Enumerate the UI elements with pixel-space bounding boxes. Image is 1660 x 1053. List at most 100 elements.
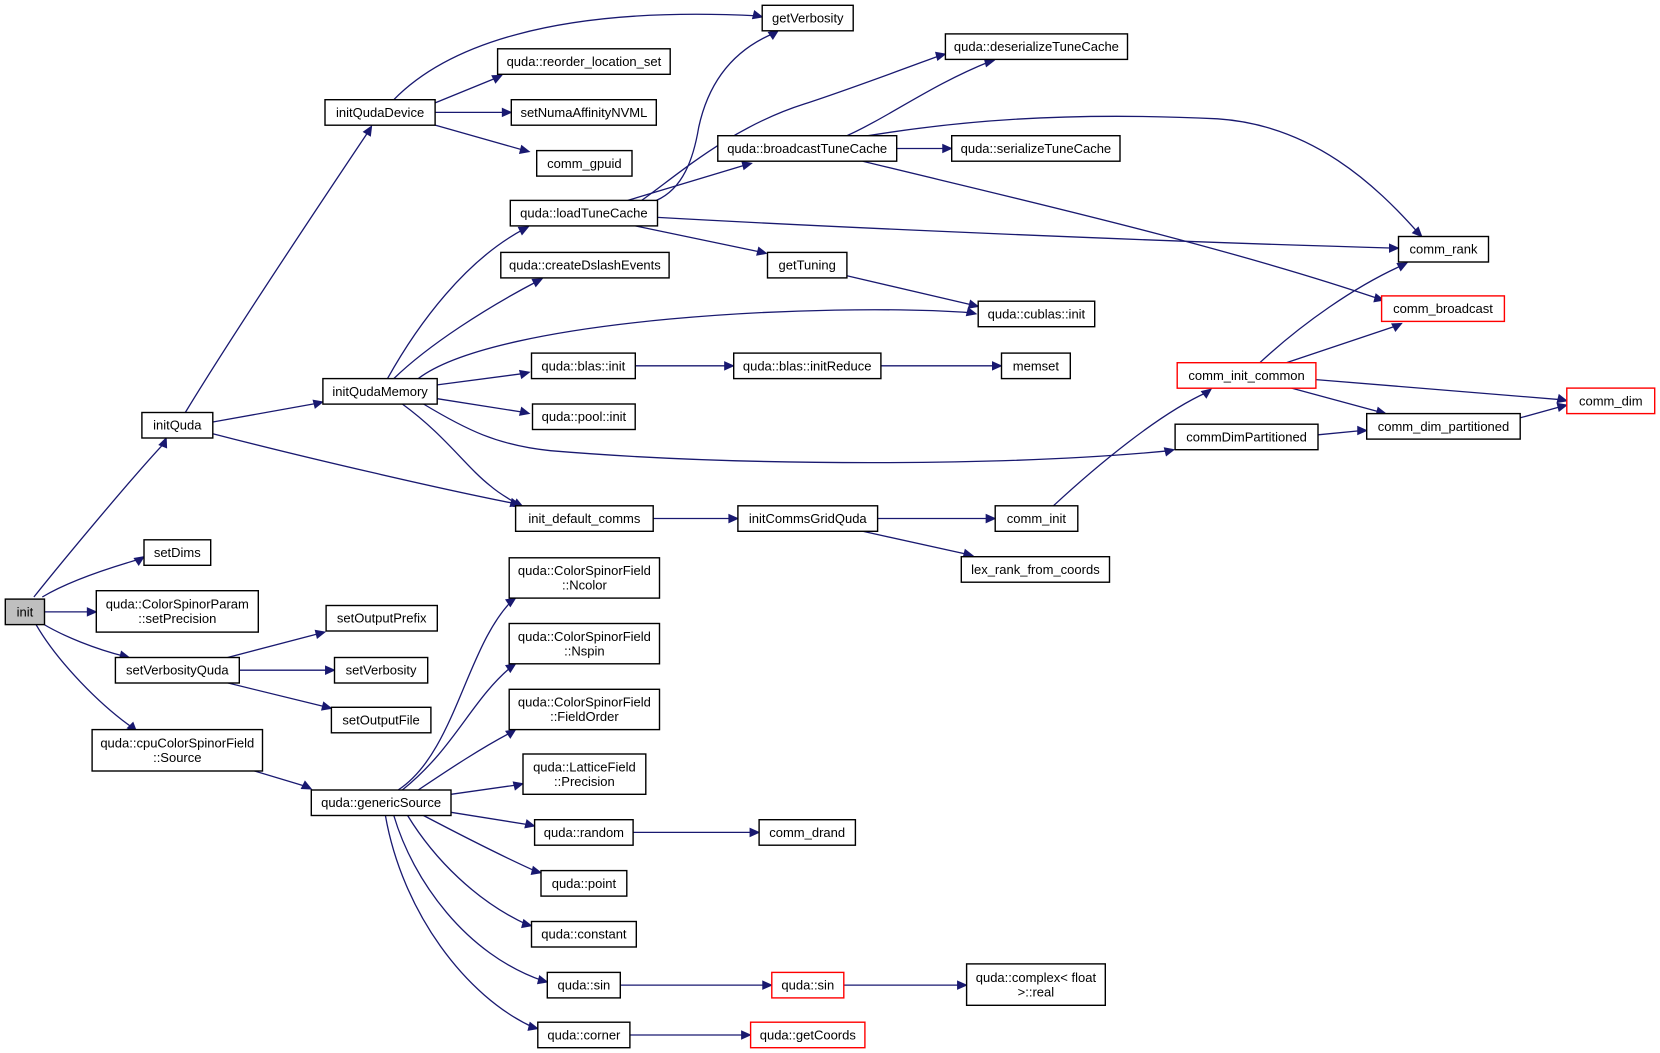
edge-genericSource-to-LatticePrecision: [450, 781, 525, 795]
node-initReduce[interactable]: quda::blas::initReduce: [733, 352, 882, 380]
node-comm_drand[interactable]: comm_drand: [758, 819, 857, 846]
node-setVerbosityQuda[interactable]: setVerbosityQuda: [114, 656, 241, 684]
edge-init-to-setDims: [41, 556, 146, 598]
node-box: [533, 819, 634, 846]
edge-genericSource-to-FieldOrder: [417, 728, 517, 791]
node-genericSource[interactable]: quda::genericSource: [310, 789, 452, 817]
node-setPrecision[interactable]: quda::ColorSpinorParam::setPrecision: [95, 590, 260, 633]
node-random[interactable]: quda::random: [533, 819, 634, 846]
node-setNumaAffinityNVML[interactable]: setNumaAffinityNVML: [510, 98, 657, 126]
node-comm_gpuid[interactable]: comm_gpuid: [536, 149, 633, 177]
node-initQudaMemory[interactable]: initQudaMemory: [322, 377, 438, 405]
node-reorder_location_set[interactable]: quda::reorder_location_set: [496, 48, 671, 75]
edge-comm_init_common-to-comm_rank: [1259, 262, 1409, 364]
edge-initQudaMemory-to-init_default_comms: [401, 403, 525, 508]
node-box: [330, 706, 432, 734]
node-cpuSource[interactable]: quda::cpuColorSpinorField::Source: [91, 728, 264, 772]
node-sin1[interactable]: quda::sin: [546, 971, 621, 999]
arrowhead: [524, 819, 536, 829]
node-init_default_comms[interactable]: init_default_comms: [514, 505, 654, 532]
arrowhead: [935, 51, 947, 62]
node-sin2[interactable]: quda::sin: [771, 971, 845, 999]
node-comm_dim_partitioned[interactable]: comm_dim_partitioned: [1365, 412, 1521, 440]
node-label: quda::sin: [781, 978, 834, 993]
node-label: setNumaAffinityNVML: [520, 105, 647, 120]
node-setOutputPrefix[interactable]: setOutputPrefix: [325, 604, 439, 632]
node-box: [325, 604, 439, 632]
node-initCommsGridQuda[interactable]: initCommsGridQuda: [737, 505, 879, 532]
node-box: [333, 656, 429, 684]
edge-line: [862, 530, 969, 556]
node-comm_broadcast[interactable]: comm_broadcast: [1380, 295, 1506, 323]
node-box: [994, 505, 1079, 532]
arrowhead: [965, 306, 978, 317]
node-box-group: comm_rank: [1397, 235, 1490, 263]
node-point[interactable]: quda::point: [540, 869, 628, 897]
edge-line: [437, 398, 526, 414]
node-label: initCommsGridQuda: [749, 511, 868, 526]
node-label: quda::random: [544, 825, 624, 840]
edge-line: [227, 682, 328, 708]
node-box: [1380, 295, 1506, 323]
node-box: [514, 505, 654, 532]
edge-getTuning-to-cublas_init: [846, 275, 980, 309]
arrowhead: [1391, 322, 1403, 332]
node-box-group: quda::genericSource: [310, 789, 452, 817]
node-lex_rank_from_coords[interactable]: lex_rank_from_coords: [960, 556, 1111, 583]
arrowhead: [86, 607, 98, 617]
node-box-group: init_default_comms: [514, 505, 654, 532]
edge-initCommsGridQuda-to-lex_rank_from_coords: [862, 530, 975, 558]
node-loadTuneCache[interactable]: quda::loadTuneCache: [509, 199, 659, 227]
node-initQuda[interactable]: initQuda: [141, 411, 214, 439]
node-box-group: setOutputFile: [330, 706, 432, 734]
node-comm_rank[interactable]: comm_rank: [1397, 235, 1490, 263]
node-deserializeTuneCache[interactable]: quda::deserializeTuneCache: [944, 33, 1129, 61]
node-getVerbosity[interactable]: getVerbosity: [761, 4, 854, 32]
node-label: quda::broadcastTuneCache: [727, 141, 887, 156]
node-box: [1365, 412, 1521, 440]
node-comm_dim[interactable]: comm_dim: [1566, 387, 1656, 415]
node-LatticePrecision[interactable]: quda::LatticeField::Precision: [522, 753, 647, 795]
edge-random-to-comm_drand: [633, 827, 761, 838]
arrowhead: [1357, 425, 1368, 436]
node-comm_init[interactable]: comm_init: [994, 505, 1079, 532]
node-label: quda::complex< float: [976, 970, 1097, 985]
node-setVerbosity[interactable]: setVerbosity: [333, 656, 429, 684]
node-constant[interactable]: quda::constant: [530, 920, 638, 948]
node-setDims[interactable]: setDims: [143, 539, 212, 566]
node-complex_real[interactable]: quda::complex< float>::real: [965, 963, 1106, 1007]
node-initQudaDevice[interactable]: initQudaDevice: [324, 98, 436, 126]
node-getCoords[interactable]: quda::getCoords: [749, 1021, 866, 1049]
arrowhead: [985, 513, 997, 524]
arrowhead: [325, 665, 336, 675]
node-setOutputFile[interactable]: setOutputFile: [330, 706, 432, 734]
node-box: [1397, 235, 1490, 263]
edge-line: [627, 163, 748, 202]
node-init[interactable]: init: [4, 598, 46, 626]
node-Ncolor[interactable]: quda::ColorSpinorField::Ncolor: [508, 557, 661, 599]
node-getTuning[interactable]: getTuning: [766, 251, 848, 279]
edge-comm_init_common-to-comm_broadcast: [1286, 322, 1403, 364]
node-cublas_init[interactable]: quda::cublas::init: [977, 300, 1096, 328]
node-corner[interactable]: quda::corner: [537, 1021, 631, 1049]
edge-line: [1052, 391, 1208, 507]
node-box-group: quda::serializeTuneCache: [951, 134, 1121, 162]
edge-line: [1520, 405, 1563, 419]
node-createDslashEvents[interactable]: quda::createDslashEvents: [500, 251, 670, 279]
node-commDimPartitioned[interactable]: commDimPartitioned: [1174, 423, 1319, 451]
node-box: [771, 971, 845, 999]
node-comm_init_common[interactable]: comm_init_common: [1176, 362, 1317, 389]
node-memset[interactable]: memset: [1000, 352, 1072, 380]
node-Nspin[interactable]: quda::ColorSpinorField::Nspin: [508, 622, 661, 665]
edge-loadTuneCache-to-broadcastTuneCache: [627, 160, 753, 202]
node-serializeTuneCache[interactable]: quda::serializeTuneCache: [951, 134, 1121, 162]
arrowhead: [312, 399, 325, 409]
node-label: ::FieldOrder: [550, 709, 619, 724]
node-blas_init[interactable]: quda::blas::init: [530, 352, 637, 380]
node-FieldOrder[interactable]: quda::ColorSpinorField::FieldOrder: [508, 688, 661, 731]
arrowhead: [518, 406, 531, 416]
node-box-group: getTuning: [766, 251, 848, 279]
node-broadcastTuneCache[interactable]: quda::broadcastTuneCache: [717, 134, 898, 162]
node-pool_init[interactable]: quda::pool::init: [531, 403, 636, 431]
